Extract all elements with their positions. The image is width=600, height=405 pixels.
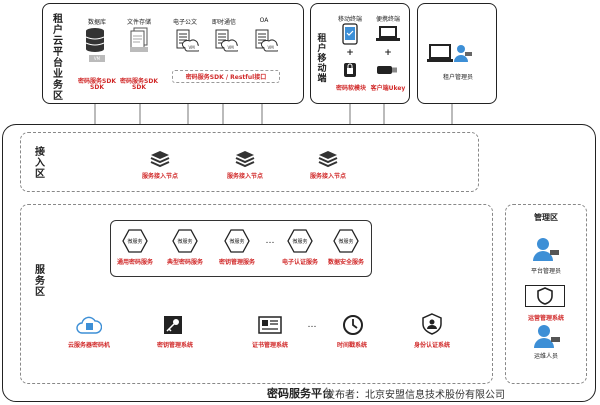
platform-admin-label: 平台管理员 [530,268,562,275]
ukey-icon [376,64,398,76]
ukey-label: 客户端Ukey [370,85,406,92]
file-storage-icon [128,27,150,53]
identity-auth-icon [421,313,443,335]
app-label-database: 数据库 [87,19,107,26]
access-node-icon [235,150,255,168]
tenant-cloud-title: 租户云平台业务区 [53,14,63,102]
system-ellipsis: … [307,320,317,330]
clock-icon [342,314,364,336]
microservice-label-1: 通用密码服务 [116,259,154,266]
service-zone [20,204,493,384]
microservice-label-3: 密钥管理服务 [218,259,256,266]
vm-badge: VM [89,55,105,62]
microservice-hex-icon [172,229,198,253]
tenant-cloud-zone: 租户云平台业务区 [42,3,304,104]
management-zone [505,204,587,384]
access-node-label-2: 服务接入节点 [226,173,264,180]
plus-sign-mobile: + [346,48,354,58]
microservice-hex-text: 微服务 [177,239,193,245]
sdk-suffix-database: SDK [90,84,104,91]
tenant-mobile-zone: 租户移动端 [310,3,410,104]
cloud-hsm-icon [76,313,102,335]
soft-module-icon [343,62,357,78]
microservice-hex-text: 微服务 [229,239,245,245]
app-label-chat: 即时通信 [211,19,237,26]
ops-staff-label: 运维人员 [533,353,559,360]
system-label-key-management: 密钥管理系统 [156,342,194,349]
key-management-icon [163,315,183,335]
system-label-certificate: 证书管理系统 [251,342,289,349]
microservice-label-5: 数据安全服务 [327,259,365,266]
system-label-cloud-hsm: 云服务器密码机 [67,342,111,349]
oa-vm-icon: VM [254,28,278,52]
database-icon [84,27,106,53]
microservice-label-4: 电子认证服务 [281,259,319,266]
access-node-label-3: 服务接入节点 [309,173,347,180]
tenant-mobile-title: 租户移动端 [317,34,327,84]
app-label-oa: OA [259,17,269,24]
microservice-hex-text: 微服务 [292,239,308,245]
plus-sign-portable: + [384,48,392,58]
platform-title: 密码服务平台 [267,387,333,400]
management-zone-title: 管理区 [534,213,558,222]
crypto-platform-frame [2,124,596,402]
shared-sdk-label: 密码服务SDK / Restful接口 [185,74,267,81]
mobile-terminal-label: 移动终端 [337,16,363,23]
microservice-hex-icon [122,229,148,253]
certificate-icon [258,316,282,334]
microservice-hex-text: 微服务 [127,239,143,245]
access-node-icon [318,150,338,168]
microservice-hex-icon [333,229,359,253]
app-label-file-storage: 文件存储 [126,19,152,26]
svg-text:VM: VM [228,45,235,50]
system-label-identity-auth: 身份认证系统 [413,342,451,349]
portable-terminal-label: 便携终端 [375,16,401,23]
access-node-icon [150,150,170,168]
microservice-hex-icon [287,229,313,253]
mobile-phone-icon [342,23,358,45]
chat-vm-icon: VM [214,28,238,52]
shared-sdk-box [172,70,280,83]
app-label-document: 电子公文 [172,19,198,26]
sdk-label-file-storage: 密码服务SDK [120,78,158,85]
microservice-hex-icon [224,229,250,253]
laptop-icon [375,25,401,43]
shield-icon [537,287,553,305]
ops-staff-icon [533,324,561,348]
sdk-label-database: 密码服务SDK [78,78,116,85]
access-zone-title: 接入区 [35,147,45,180]
access-node-label-1: 服务接入节点 [141,173,179,180]
svg-text:VM: VM [189,45,196,50]
system-label-timestamp: 时间戳系统 [336,342,368,349]
svg-text:VM: VM [268,45,275,50]
soft-module-label: 密码软模块 [335,85,367,92]
service-zone-title: 服务区 [35,265,45,298]
microservice-hex-text: 微服务 [338,239,354,245]
tenant-admin-label: 租户管理员 [442,74,474,81]
platform-admin-icon [532,237,560,261]
microservice-label-2: 典型密码服务 [166,259,204,266]
document-vm-icon: VM [175,28,199,52]
ops-system-label: 运营管理系统 [527,315,565,322]
microservice-group [110,220,372,277]
access-zone [20,132,479,192]
microservice-ellipsis: … [265,236,275,246]
sdk-suffix-file-storage: SDK [132,84,146,91]
admin-workstation-icon [427,42,473,68]
publisher-watermark: 发布者：北京安盟信息技术股份有限公司 [325,386,505,401]
